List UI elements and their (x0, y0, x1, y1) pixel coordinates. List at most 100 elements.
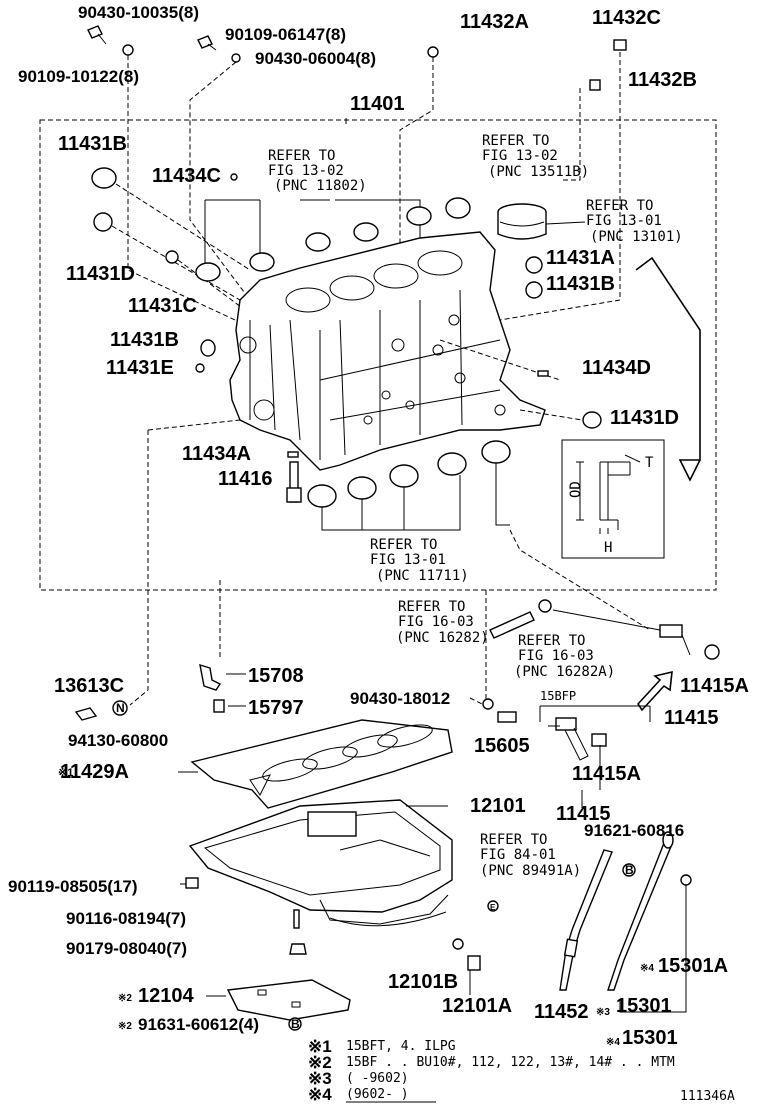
svg-text:REFER TO: REFER TO (370, 537, 437, 553)
label-11434C: 11434C (152, 165, 221, 187)
circle-N (112, 700, 128, 716)
svg-text:※1: ※1 (308, 1037, 332, 1056)
piston-ref (497, 203, 586, 240)
svg-text:(PNC 11711): (PNC 11711) (376, 568, 469, 584)
refer-fig-13-02-11802: REFER TO FIG 13-02 (PNC 11802) (268, 148, 367, 194)
svg-text:(PNC 89491A): (PNC 89491A) (480, 863, 581, 879)
label-11431A: 11431A (546, 247, 615, 269)
dipstick (607, 831, 674, 991)
refer-fig-84-01-89491a: REFER TO FIG 84-01 (PNC 89491A) (480, 832, 581, 879)
label-90179-08040: 90179-08040(7) (66, 939, 187, 958)
label-11415A-1: 11415A (680, 675, 749, 697)
svg-text:※4: ※4 (308, 1085, 332, 1104)
label-11431D-left: 11431D (66, 263, 135, 285)
plug-11431D-left (93, 212, 113, 232)
mark-2-91631: ※2 (118, 1021, 132, 1032)
label-11415A-2: 11415A (572, 763, 641, 785)
nut-90179-08040 (289, 943, 307, 955)
label-91631-60612: 91631-60612(4) (138, 1015, 259, 1034)
pin-11434C (230, 173, 238, 181)
svg-text:REFER TO: REFER TO (518, 633, 585, 649)
label-90119-08505: 90119-08505(17) (8, 877, 138, 896)
svg-text:FIG 84-01: FIG 84-01 (480, 847, 556, 863)
plug-11431B-right (525, 281, 543, 299)
label-11432C: 11432C (592, 7, 661, 29)
label-11431D-right: 11431D (610, 407, 679, 429)
mark-4-15301A: ※4 (640, 963, 654, 974)
refer-fig-16-03-16282: REFER TO FIG 16-03 (PNC 16282) (396, 599, 489, 646)
plug-11432B (589, 79, 601, 91)
label-15797: 15797 (248, 697, 304, 719)
dipstick-guide (559, 849, 613, 991)
stud-90116-08194 (293, 909, 300, 929)
label-circle-b-right: B (625, 863, 634, 877)
plug-11431C (165, 250, 179, 264)
pin-11434D (537, 370, 549, 377)
leader-11432B (560, 88, 581, 181)
dipstick-ring-15301A (680, 874, 692, 886)
svg-text:REFER TO: REFER TO (482, 133, 549, 149)
refer-fig-13-01-11711: REFER TO FIG 13-01 (PNC 11711) (370, 537, 469, 584)
dim-h: H (604, 540, 612, 556)
svg-text:(PNC 16282A): (PNC 16282A) (514, 664, 615, 680)
bolt-15605 (497, 711, 517, 723)
pin-11434A (287, 451, 299, 458)
plug-11432C (613, 39, 627, 51)
oil-pan-gasket (190, 719, 453, 809)
thrust-washer (445, 197, 471, 219)
label-90430-10035: 90430-10035(8) (78, 3, 199, 22)
svg-text:15BFT, 4. ILPG: 15BFT, 4. ILPG (346, 1039, 456, 1054)
label-11431C: 11431C (128, 295, 197, 317)
label-15bfp: 15BFP (540, 689, 576, 703)
oil-pan (188, 799, 453, 927)
svg-text:REFER TO: REFER TO (480, 832, 547, 848)
svg-text:※3: ※3 (308, 1069, 332, 1088)
plug-11431E (195, 363, 205, 373)
bolt-11415A-1 (704, 644, 720, 660)
mark-4-15301: ※4 (606, 1037, 620, 1048)
cylinder-block (229, 231, 546, 471)
oil-strainer-15708 (199, 663, 222, 691)
svg-text:FIG 13-02: FIG 13-02 (268, 163, 344, 179)
plug-11431A (525, 256, 543, 274)
drain-plug-12101A (467, 955, 481, 971)
svg-text:15BF . . BU10#, 112, 122, 13#,: 15BF . . BU10#, 112, 122, 13#, 14# . . M… (346, 1055, 675, 1070)
svg-text:(PNC 11802): (PNC 11802) (274, 178, 367, 194)
plug-11431B-top (91, 167, 117, 189)
svg-text:FIG 13-02: FIG 13-02 (482, 148, 558, 164)
plug-11431B-mid (200, 339, 216, 357)
refer-fig-13-02-13511b: REFER TO FIG 13-02 (PNC 13511B) (482, 133, 589, 180)
label-15301-b: 15301 (622, 1027, 678, 1049)
mark-1-11429A: ※1 (58, 767, 73, 779)
gasket-12101B (452, 938, 464, 950)
baffle-plate (226, 979, 351, 1021)
label-13613C: 13613C (54, 675, 124, 697)
plug-13613C (74, 707, 98, 721)
label-11431B-mid: 11431B (110, 329, 179, 351)
svg-text:FIG 16-03: FIG 16-03 (518, 648, 594, 664)
label-90430-18012: 90430-18012 (350, 689, 450, 708)
mark-2-12104: ※2 (118, 993, 132, 1004)
plug-11432A (427, 46, 439, 58)
union-11415-15bfp (555, 717, 607, 761)
label-11432A: 11432A (460, 11, 529, 33)
svg-text:FIG 16-03: FIG 16-03 (398, 614, 474, 630)
label-15301A: 15301A (658, 955, 728, 977)
lower-bearings (307, 440, 511, 531)
bolt-90109-06147 (197, 35, 217, 51)
label-11416: 11416 (218, 468, 273, 490)
refer-fig-13-01-13101: REFER TO FIG 13-01 (PNC 13101) (586, 198, 683, 245)
label-15301-a: 15301 (616, 995, 672, 1017)
label-11452: 11452 (534, 1001, 589, 1023)
svg-text:REFER TO: REFER TO (398, 599, 465, 615)
svg-text:( -9602): ( -9602) (346, 1071, 409, 1086)
leader-10035 (127, 55, 236, 321)
upper-bearings (195, 199, 432, 282)
svg-text:(9602- ): (9602- ) (346, 1087, 409, 1102)
dim-od: OD (568, 481, 584, 498)
label-11415-2: 11415 (556, 803, 611, 825)
union-11415 (659, 624, 691, 656)
dim-t: T (645, 455, 654, 471)
